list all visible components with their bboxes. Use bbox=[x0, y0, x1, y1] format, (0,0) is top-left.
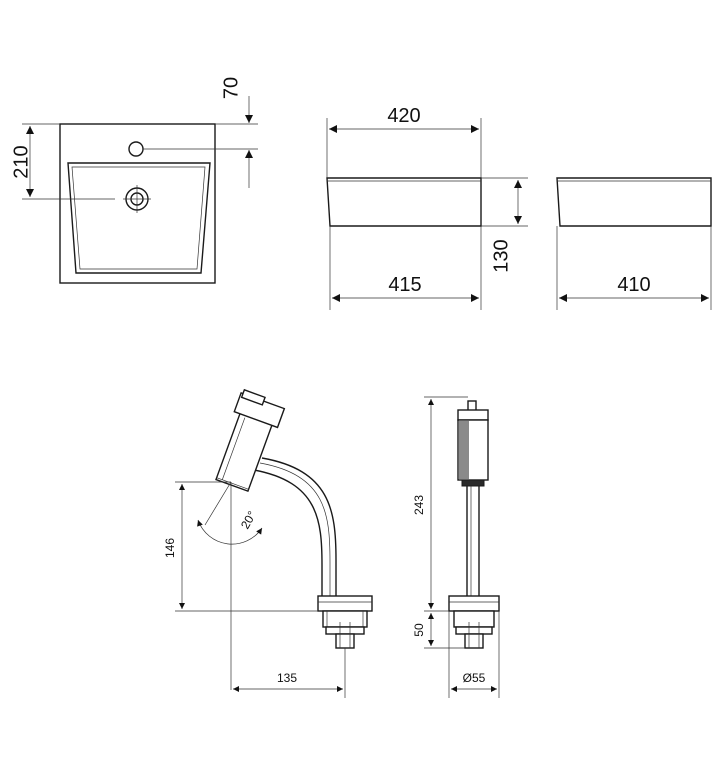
faucet-front-shank bbox=[464, 633, 484, 649]
faucet-head bbox=[215, 388, 286, 493]
dim-130-label: 130 bbox=[490, 239, 512, 272]
basin-side-view: 410 bbox=[556, 177, 712, 310]
faucet-head-bottom bbox=[216, 477, 249, 490]
dim-415-label: 415 bbox=[388, 274, 421, 296]
dim-420-label: 420 bbox=[387, 105, 420, 127]
basin-front-outline bbox=[326, 177, 482, 227]
dim-50-label: 50 bbox=[412, 623, 426, 637]
faucet-neck-highlight bbox=[259, 462, 331, 597]
basin-side-outline bbox=[556, 177, 712, 227]
faucet-neck-inner bbox=[253, 469, 323, 597]
tap-hole bbox=[128, 141, 144, 157]
dim-410-label: 410 bbox=[617, 274, 650, 296]
faucet-base-nut bbox=[322, 610, 368, 628]
faucet-front-flange bbox=[448, 595, 500, 612]
dim-135-label: 135 bbox=[277, 671, 297, 685]
faucet-front-cap bbox=[457, 409, 489, 421]
basin-inner-bowl-edge bbox=[71, 166, 206, 270]
faucet-washer bbox=[325, 626, 365, 635]
dim-angle-arc bbox=[197, 519, 263, 545]
faucet-front-view: 243 50 Ø55 bbox=[412, 396, 500, 698]
faucet-front-washer bbox=[455, 626, 493, 635]
basin-outer-outline bbox=[59, 123, 216, 284]
faucet-front-nut bbox=[453, 610, 495, 628]
faucet-base-flange bbox=[317, 595, 373, 612]
faucet-side-view: 20° 146 135 bbox=[163, 388, 373, 698]
faucet-push-button bbox=[240, 388, 266, 406]
faucet-neck-outer bbox=[261, 457, 337, 597]
basin-front-view: 420 415 130 bbox=[326, 105, 528, 310]
dim-210-label: 210 bbox=[10, 145, 32, 178]
dim-146-label: 146 bbox=[163, 538, 177, 558]
basin-inner-bowl bbox=[67, 162, 211, 274]
angle-ref-line bbox=[204, 481, 232, 526]
basin-top-view: 210 70 bbox=[10, 77, 258, 284]
dim-70-label: 70 bbox=[220, 77, 242, 99]
faucet-shank bbox=[335, 633, 355, 649]
dim-243-label: 243 bbox=[412, 495, 426, 515]
faucet-head-shade bbox=[221, 417, 246, 480]
faucet-front-shade bbox=[459, 421, 469, 479]
dim-55-label: Ø55 bbox=[463, 671, 486, 685]
faucet-aerator bbox=[461, 479, 485, 487]
dim-angle-label: 20° bbox=[238, 508, 259, 531]
